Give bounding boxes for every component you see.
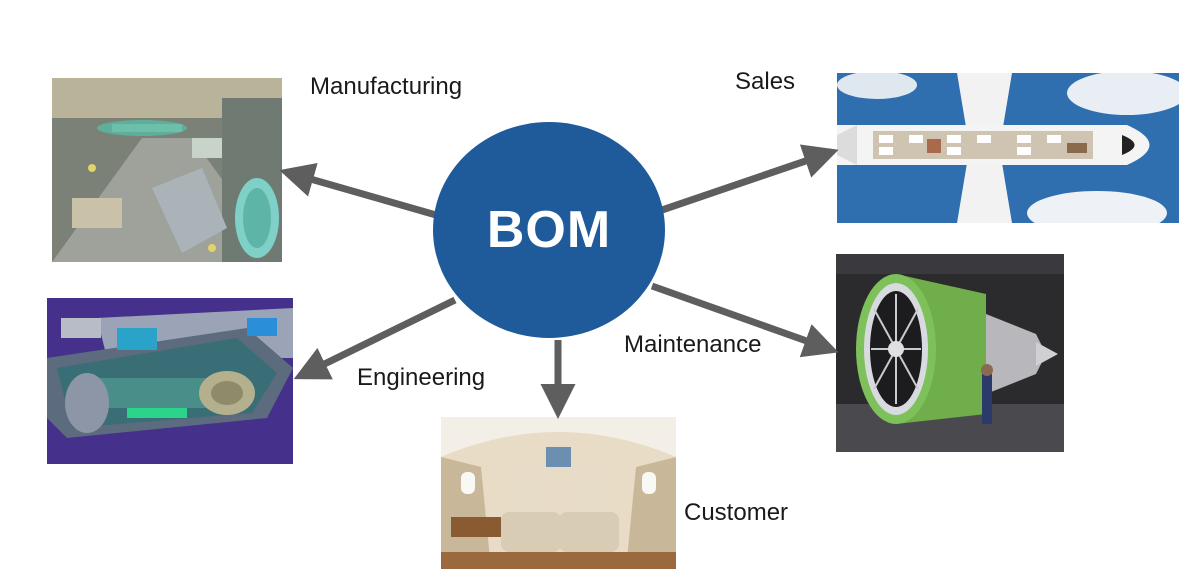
sales-image (837, 73, 1179, 223)
customer-image (441, 417, 676, 569)
manufacturing-label: Manufacturing (310, 73, 463, 100)
engineering-image (47, 298, 293, 464)
arrow-to-manufacturing (279, 162, 437, 219)
arrow-to-engineering (293, 296, 457, 380)
sales-label: Sales (735, 68, 796, 95)
bom-hub: BOM (433, 122, 665, 338)
arrow-to-maintenance (650, 282, 839, 358)
maintenance-label: Maintenance (624, 331, 762, 358)
maintenance-image (836, 254, 1064, 452)
manufacturing-image (52, 78, 282, 262)
arrow-to-sales (660, 144, 839, 214)
bom-label: BOM (486, 201, 612, 259)
engineering-label: Engineering (357, 364, 486, 391)
customer-label: Customer (684, 499, 789, 526)
